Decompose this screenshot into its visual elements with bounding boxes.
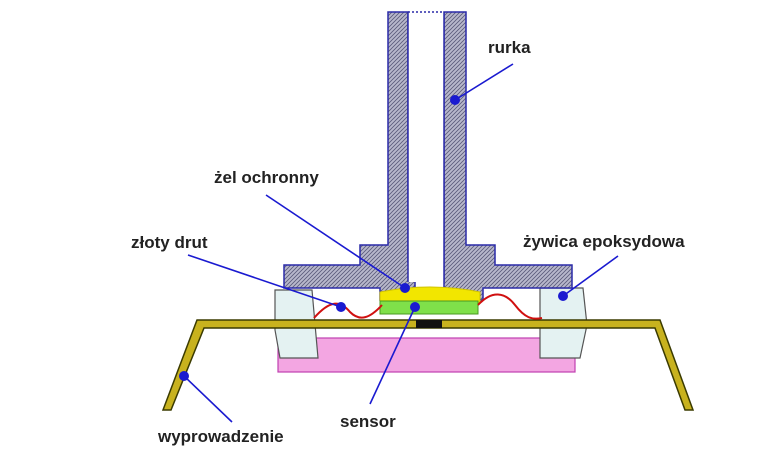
sensor-die-attach xyxy=(416,320,442,328)
pointer-zel xyxy=(265,194,410,293)
pointer-zywica xyxy=(558,255,619,301)
label-wyprowadzenie: wyprowadzenie xyxy=(157,427,284,446)
gold-wire-left xyxy=(313,302,383,319)
label-zywica-epoksydowa: żywica epoksydowa xyxy=(523,232,685,251)
pointer-wyprowadzenie xyxy=(179,371,233,423)
label-zel-ochronny: żel ochronny xyxy=(214,168,319,187)
pointer-rurka xyxy=(450,63,514,105)
pointer-drut xyxy=(187,254,346,312)
label-sensor: sensor xyxy=(340,412,396,431)
pointer-sensor xyxy=(369,302,420,405)
label-rurka: rurka xyxy=(488,38,531,57)
pink-base-body xyxy=(277,337,576,373)
tube xyxy=(283,11,573,301)
sensor-chip xyxy=(379,300,479,315)
tube-channel xyxy=(408,12,444,282)
lead-frame xyxy=(161,319,695,411)
label-zloty-drut: złoty drut xyxy=(131,233,208,252)
gold-wire-right xyxy=(477,293,543,320)
